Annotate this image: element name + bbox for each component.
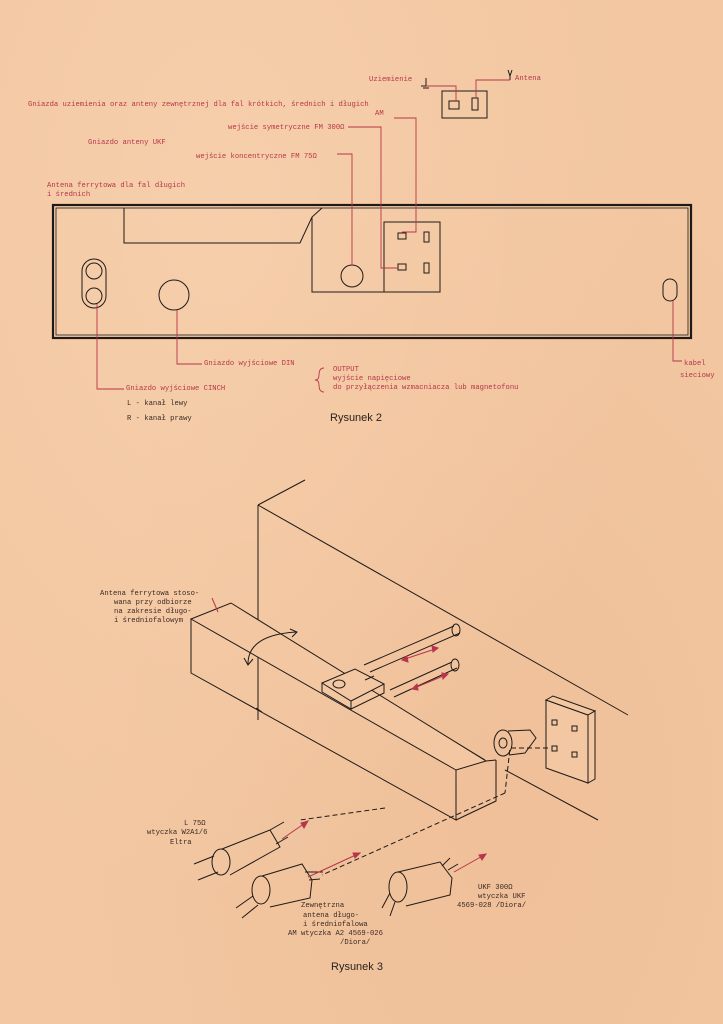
cinch-block <box>81 258 107 309</box>
label-plug75-line3: Eltra <box>170 839 192 847</box>
label-plug75-line1: L 75Ω <box>184 820 206 828</box>
label-output-line2: do przyłączenia wzmacniacza lub magnetof… <box>333 384 519 392</box>
label-uziemienie: Uziemienie <box>369 76 413 84</box>
label-plug75-line2: wtyczka W2A1/6 <box>147 829 208 837</box>
label-ukf-line2: wtyczka UKF <box>478 893 526 901</box>
label-ferryt3-line4: i średniofalowym <box>114 617 184 625</box>
label-wejscie-symetryczne: wejście symetryczne FM 300Ω <box>228 124 345 132</box>
din-socket <box>158 279 190 311</box>
label-ferryt3-line1: Antena ferrytowa stoso- <box>100 590 200 598</box>
label-kabel: kabel <box>684 360 706 368</box>
label-din: Gniazdo wyjściowe DIN <box>204 360 295 368</box>
label-ukf-line3: 4569-028 /Diora/ <box>457 902 527 910</box>
ferrite-antenna-outline <box>123 207 323 244</box>
label-output: OUTPUT <box>333 366 359 374</box>
rear-panel <box>51 203 693 340</box>
label-sieciowy: sieciowy <box>680 372 715 380</box>
connector-block <box>383 221 441 293</box>
label-gniazda-am: AM <box>375 110 384 118</box>
label-antena: Antena <box>515 75 541 83</box>
label-ferryt-line1: Antena ferrytowa dla fal długich <box>47 182 186 190</box>
label-ferryt3-line3: na zakresie długo- <box>114 608 192 616</box>
label-ext-line2: antena długo- <box>303 912 360 920</box>
label-ferryt3-line2: wana przy odbiorze <box>114 599 192 607</box>
label-ukf-line1: UKF 300Ω <box>478 884 513 892</box>
label-ferryt-line2: i średnich <box>47 191 91 199</box>
mains-grommet <box>662 278 678 302</box>
label-cinch-l: L - kanał lewy <box>127 400 188 408</box>
label-ext-line1: Zewnętrzna <box>301 902 345 910</box>
label-gniazda-uziemienia: Gniazda uziemienia oraz anteny zewnętrzn… <box>28 101 369 109</box>
label-cinch: Gniazdo wyjściowe CINCH <box>126 385 226 393</box>
label-ext-line5: /Diora/ <box>340 939 371 947</box>
label-output-line1: wyjście napięciowe <box>333 375 411 383</box>
figure2-caption: Rysunek 2 <box>330 412 382 424</box>
label-gniazdo-ukf: Gniazdo anteny UKF <box>88 139 166 147</box>
label-ext-line3: i średniofalowa <box>303 921 368 929</box>
earth-antenna-block <box>441 90 488 119</box>
label-wejscie-koncentryczne: wejście koncentryczne FM 75Ω <box>196 153 317 161</box>
figure3-caption: Rysunek 3 <box>331 961 383 973</box>
label-cinch-r: R - kanał prawy <box>127 415 192 423</box>
label-ext-line4: AM wtyczka A2 4569-026 <box>288 930 383 938</box>
